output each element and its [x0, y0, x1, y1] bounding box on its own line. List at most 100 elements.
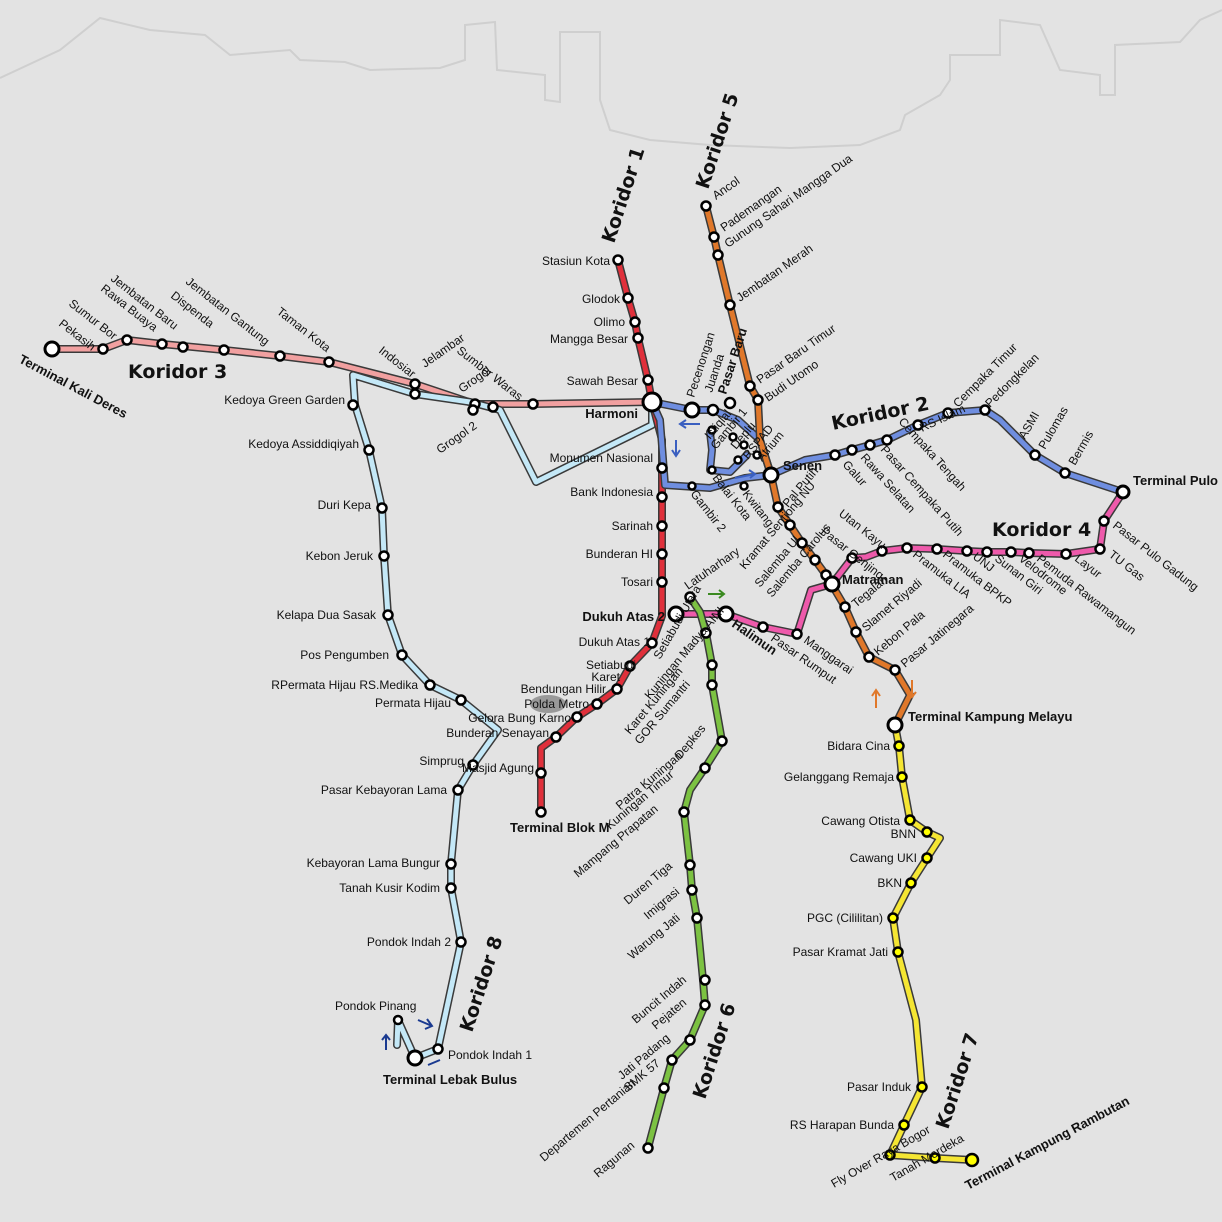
station-deplu[interactable] — [739, 440, 749, 450]
station-pasar-kebayoran-lama[interactable] — [452, 784, 464, 796]
station-pasar-jatinegara[interactable] — [889, 664, 901, 676]
station-grogol-2[interactable] — [487, 401, 499, 413]
station-sumur-bor[interactable] — [121, 334, 133, 346]
station-jati-padang[interactable] — [684, 1034, 696, 1046]
station-jelambar[interactable] — [409, 388, 421, 400]
station-pasar-genjing[interactable] — [876, 545, 888, 557]
station-pademangan[interactable] — [708, 231, 720, 243]
station-terminal-kampung-rambutan[interactable] — [964, 1152, 980, 1168]
station-gor-sumantri[interactable] — [716, 735, 728, 747]
station-gunung-sahari-mangga-dua[interactable] — [712, 249, 724, 261]
station-kebon-jeruk[interactable] — [378, 550, 390, 562]
station-pedongkelan[interactable] — [979, 404, 991, 416]
station-harmoni[interactable] — [641, 391, 663, 413]
station-pondok-indah-1[interactable] — [432, 1043, 444, 1055]
station-utan-kayu[interactable] — [846, 552, 858, 564]
station-pekasih[interactable] — [97, 343, 109, 355]
station-cempaka-tengah[interactable] — [881, 434, 893, 446]
station-pasar-rumput[interactable] — [757, 621, 769, 633]
station-bank-indonesia[interactable] — [656, 491, 668, 503]
station-matraman[interactable] — [823, 575, 841, 593]
station-cawang-uki[interactable] — [921, 852, 933, 864]
station-mampang-prapatan[interactable] — [684, 859, 696, 871]
station-kebon-pala[interactable] — [863, 651, 875, 663]
station-duri-kepa[interactable] — [376, 502, 388, 514]
station-gambir-1[interactable] — [728, 432, 738, 442]
station-bunderan-senayan[interactable] — [550, 731, 562, 743]
station-gelanggang-remaja[interactable] — [896, 771, 908, 783]
station-indosiar[interactable] — [409, 378, 421, 390]
station-kramat-sentiong-nu[interactable] — [784, 519, 796, 531]
station-fly-over-raya-bogor[interactable] — [884, 1149, 896, 1161]
station-sumber-waras[interactable] — [527, 398, 539, 410]
station-tegalan[interactable] — [839, 601, 851, 613]
station-departemen-pertanian[interactable] — [658, 1082, 670, 1094]
station-salemba-carolus[interactable] — [809, 554, 821, 566]
station-senen[interactable] — [762, 466, 780, 484]
station-setiabudi[interactable] — [624, 660, 636, 672]
station-pos-pengumben[interactable] — [396, 649, 408, 661]
station-bnn[interactable] — [921, 826, 933, 838]
station-pecenongan-juanda[interactable] — [683, 401, 701, 419]
station-tosari[interactable] — [656, 576, 668, 588]
station-rspad[interactable] — [752, 450, 762, 460]
station-permata-hijau[interactable] — [455, 694, 467, 706]
station-dukuh-atas-2[interactable] — [667, 605, 685, 623]
station-pasar-kramat-jati[interactable] — [892, 946, 904, 958]
station-monumen-nasional[interactable] — [656, 462, 668, 474]
station-kelapa-dua-sasak[interactable] — [382, 609, 394, 621]
station-permata-hijau-rs-medika[interactable] — [424, 679, 436, 691]
station-bendungan-hilir[interactable] — [591, 698, 603, 710]
station-pramuka-lia[interactable] — [901, 542, 913, 554]
station-kuningan-madya-aini[interactable] — [706, 659, 718, 671]
station-kuningan-timur[interactable] — [678, 806, 690, 818]
station-layur[interactable] — [1060, 548, 1072, 560]
station-jembatan-merah[interactable] — [724, 299, 736, 311]
station-sunan-giri[interactable] — [981, 546, 993, 558]
station-atrium[interactable] — [733, 455, 743, 465]
station-tanah-merdeka[interactable] — [929, 1152, 941, 1164]
station-pasar-baru[interactable] — [723, 396, 737, 410]
station-rawa-buaya[interactable] — [156, 338, 168, 350]
station-ragunan[interactable] — [642, 1142, 654, 1154]
station-pgc-cililitan[interactable] — [887, 912, 899, 924]
station-grogol-2b[interactable] — [467, 404, 479, 416]
station-galur[interactable] — [829, 449, 841, 461]
station-pasar-pulo-gadung[interactable] — [1098, 515, 1110, 527]
station-rs-islam[interactable] — [912, 419, 924, 431]
station-latuharhary[interactable] — [684, 591, 696, 603]
station-kedoya-green-garden[interactable] — [347, 399, 359, 411]
station-pasar-induk[interactable] — [916, 1081, 928, 1093]
station-pramuka-bpkp[interactable] — [931, 543, 943, 555]
station-terminal-blok-m[interactable] — [535, 806, 547, 818]
station-bkn[interactable] — [905, 877, 917, 889]
station-pondok-pinang[interactable] — [392, 1014, 404, 1026]
station-cawang-otista[interactable] — [904, 814, 916, 826]
station-simprug[interactable] — [467, 759, 479, 771]
station-sawah-besar[interactable] — [642, 374, 654, 386]
station-pasar-baru-timur[interactable] — [744, 380, 756, 392]
station-asmi[interactable] — [1029, 449, 1041, 461]
station-manggarai[interactable] — [791, 628, 803, 640]
station-masjid-agung[interactable] — [535, 767, 547, 779]
station-imigrasi[interactable] — [691, 912, 703, 924]
station-terminal-kali-deres[interactable] — [43, 340, 61, 358]
station-karet-kuningan[interactable] — [706, 679, 718, 691]
station-karet[interactable] — [611, 683, 623, 695]
station-unj[interactable] — [961, 545, 973, 557]
station-ancol[interactable] — [700, 200, 712, 212]
station-rawa-selatan[interactable] — [846, 444, 858, 456]
station-istiqlal[interactable] — [707, 425, 717, 435]
station-sarinah[interactable] — [656, 520, 668, 532]
station-pasar-cempaka-putih[interactable] — [864, 439, 876, 451]
station-balai-kota[interactable] — [707, 465, 717, 475]
station-dispenda[interactable] — [177, 341, 189, 353]
station-terminal-pulo-gadung[interactable] — [1115, 484, 1131, 500]
station-kedoya-assiddiqiyah[interactable] — [363, 444, 375, 456]
station-tu-gas[interactable] — [1094, 543, 1106, 555]
station-kwitang[interactable] — [739, 481, 749, 491]
station-bidara-cina[interactable] — [893, 740, 905, 752]
station-bunderan-hi[interactable] — [656, 548, 668, 560]
station-smk-57[interactable] — [666, 1054, 678, 1066]
station-pal-putih[interactable] — [772, 501, 784, 513]
